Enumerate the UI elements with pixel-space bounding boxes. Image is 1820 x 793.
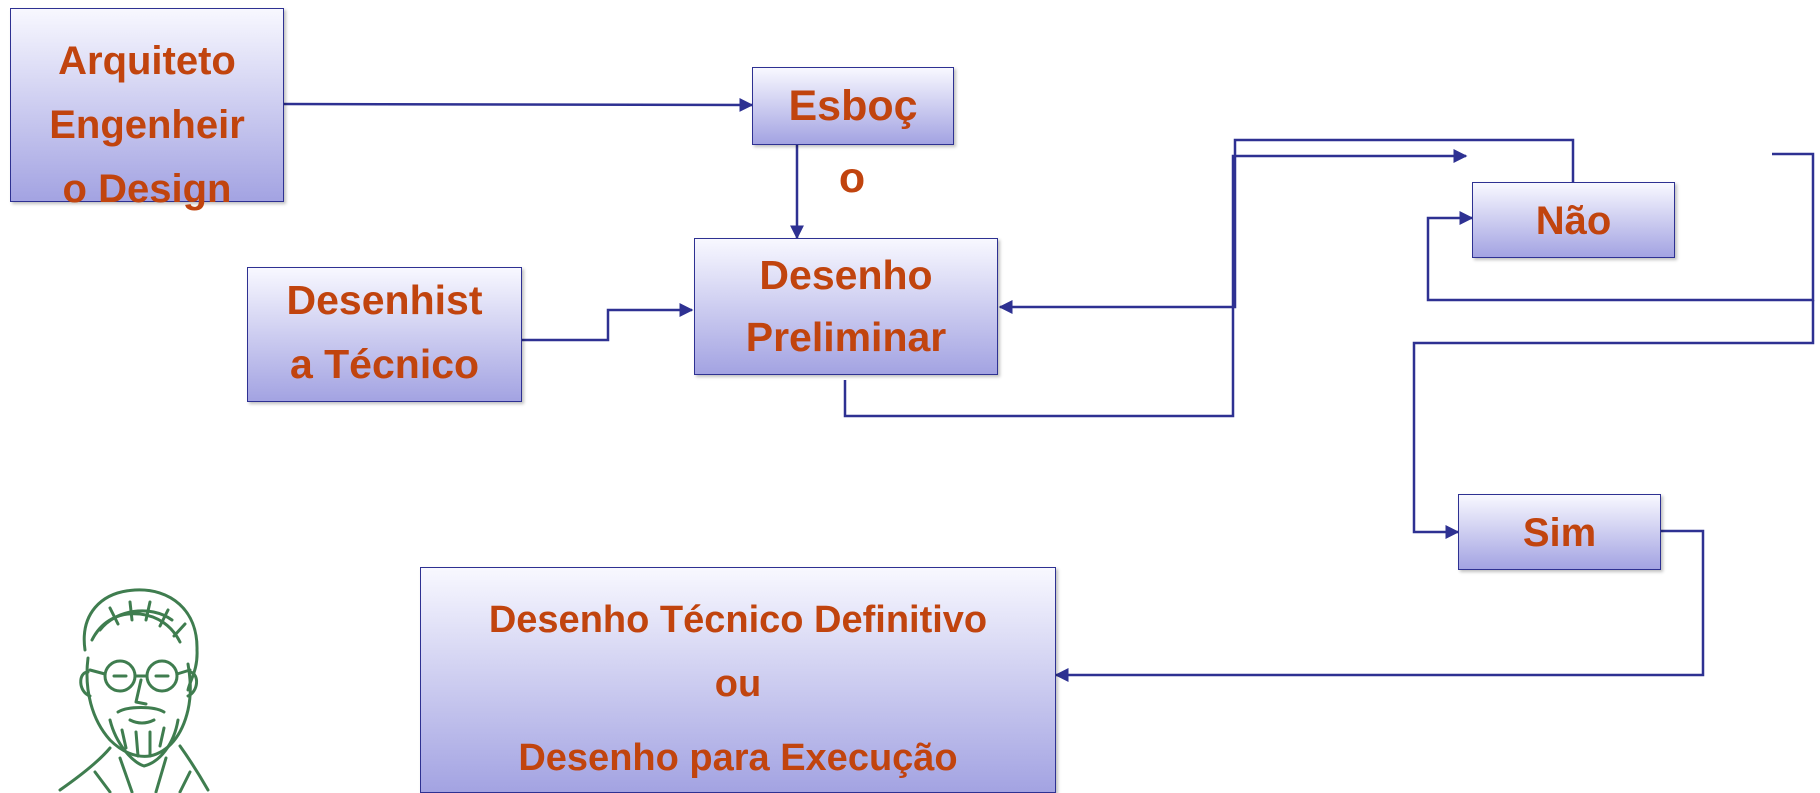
loop-nao-back-to-preliminary: [998, 138, 1575, 314]
loop-preliminary-to-top: [843, 149, 1468, 418]
node-preliminary-line2: Preliminar: [745, 314, 947, 360]
node-sketch: Esboç: [752, 67, 954, 145]
arrow-architect-to-sketch: [282, 97, 754, 112]
node-architect-line2: Engenheir: [49, 103, 245, 147]
node-yes: Sim: [1458, 494, 1661, 570]
bearded-man-sketch-icon: [58, 588, 210, 793]
arrow-draftsman-to-preliminary: [522, 303, 694, 342]
node-final-line2: ou: [714, 663, 762, 705]
node-architect-line3: o Design: [62, 167, 232, 211]
node-final: Desenho Técnico Definitivo ou Desenho pa…: [420, 567, 1056, 793]
node-preliminary-line1: Desenho: [759, 252, 933, 298]
node-sketch-line2: o: [838, 154, 866, 202]
node-draftsman-line2: a Técnico: [289, 341, 480, 387]
node-final-line1: Desenho Técnico Definitivo: [488, 599, 988, 641]
node-draftsman: Desenhist a Técnico: [247, 267, 522, 402]
node-no: Não: [1472, 182, 1675, 258]
decision-branch-to-nao: [1426, 152, 1815, 302]
node-no-label: Não: [1535, 199, 1612, 243]
node-sketch-line1: Esboç: [788, 82, 918, 130]
node-architect-line1: Arquiteto: [58, 39, 236, 83]
arrow-sim-to-final: [1054, 529, 1705, 682]
node-architect: Arquiteto Engenheir o Design: [10, 8, 284, 211]
decision-branch-to-sim: [1412, 300, 1815, 539]
node-yes-label: Sim: [1522, 511, 1597, 555]
node-draftsman-line1: Desenhist: [286, 277, 483, 323]
node-preliminary: Desenho Preliminar: [694, 238, 998, 375]
node-final-line3: Desenho para Execução: [518, 737, 958, 779]
